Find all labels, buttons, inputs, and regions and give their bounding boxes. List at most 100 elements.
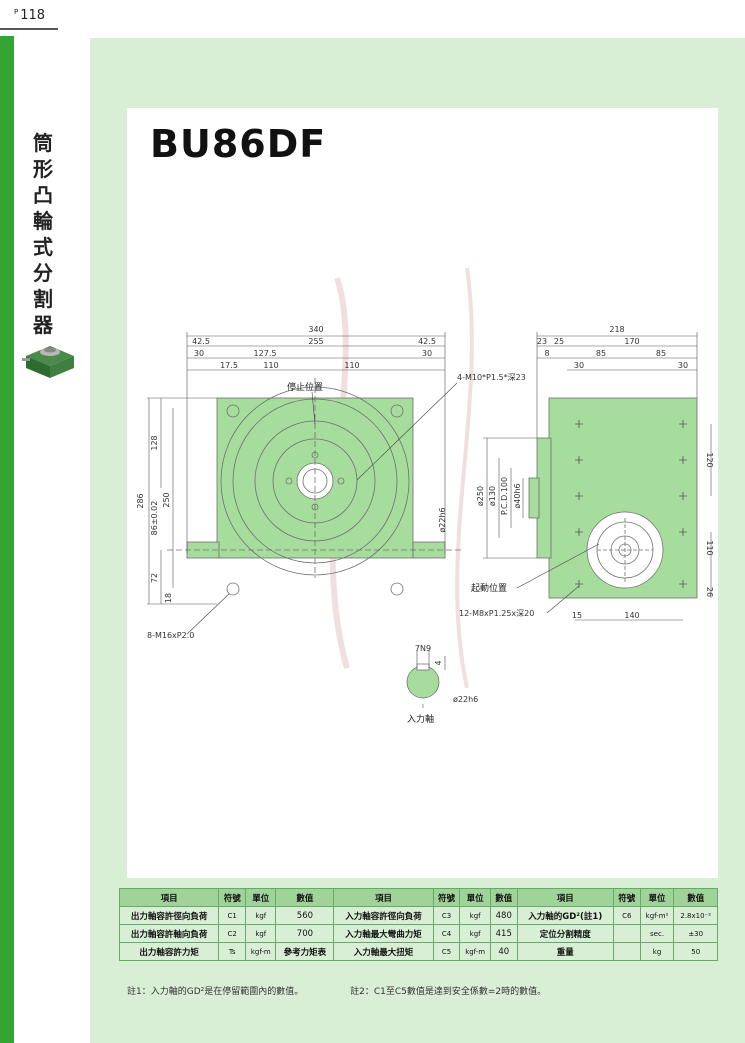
col-header: 項目 — [333, 888, 434, 907]
dim-label: 30 — [194, 349, 204, 358]
side-view-bolt-marks — [575, 420, 687, 588]
col-header: 數值 — [673, 888, 718, 907]
product-thumbnail-icon — [22, 346, 74, 378]
dim-label: 110 — [344, 361, 359, 370]
table-cell: kgf-m² — [639, 906, 675, 925]
dim-label: 30 — [678, 361, 688, 370]
dim-label: 8 — [544, 349, 549, 358]
footnote-2: 註2：C1至C5數值是達到安全係數=2時的數值。 — [350, 987, 547, 997]
title-char: 凸 — [33, 183, 53, 207]
dim-label: 17.5 — [220, 361, 238, 370]
dim-label: 30 — [574, 361, 584, 370]
table-cell: ±30 — [673, 924, 718, 943]
table-cell: C1 — [218, 906, 247, 925]
dim-label: 170 — [624, 337, 639, 346]
table-cell: sec. — [639, 924, 675, 943]
table-cell: 重量 — [516, 942, 614, 961]
dim-label: ø250 — [476, 486, 485, 506]
title-char: 筒 — [33, 131, 53, 155]
table-row: 出力軸容許軸向負荷 C2 kgf 700 入力軸最大彎曲力矩 C4 kgf 41… — [118, 924, 718, 943]
table-cell: kgf-m — [245, 942, 277, 961]
dim-label: 85 — [656, 349, 666, 358]
side-view — [528, 397, 698, 599]
table-cell: 出力軸容許軸向負荷 — [118, 924, 220, 943]
dim-label: 340 — [308, 325, 323, 334]
table-cell: 入力軸容許徑向負荷 — [333, 906, 434, 925]
table-cell: 入力軸的GD²(註1) — [516, 906, 614, 925]
dim-label: 86±0.02 — [150, 501, 159, 536]
thread-callout-bottom: 8-M16xP2.0 — [147, 631, 194, 640]
table-cell: kgf — [245, 924, 277, 943]
stop-position-label: 停止位置 — [287, 381, 323, 393]
dim-label: 18 — [164, 593, 173, 603]
dim-label: ø22h6 — [438, 507, 447, 532]
title-char: 輪 — [33, 209, 53, 233]
dim-label: 85 — [596, 349, 606, 358]
front-view — [167, 378, 463, 596]
table-cell: kgf — [245, 906, 277, 925]
input-shaft-label: 入力軸 — [407, 713, 434, 725]
col-header: 單位 — [245, 888, 277, 907]
table-cell: C2 — [218, 924, 247, 943]
dim-label: 110 — [263, 361, 278, 370]
table-header-row: 項目 符號 單位 數值 項目 符號 單位 數值 項目 符號 單位 數值 — [118, 888, 718, 907]
table-cell: 2.8x10⁻² — [673, 906, 718, 925]
title-char: 式 — [33, 235, 53, 259]
col-header: 數值 — [275, 888, 335, 907]
input-shaft-detail — [406, 650, 446, 708]
side-dimension-lines — [483, 332, 712, 621]
dim-label: 42.5 — [418, 337, 436, 346]
table-cell: Ts — [218, 942, 247, 961]
table-cell: 入力軸最大扭矩 — [333, 942, 434, 961]
dim-label: 23 — [537, 337, 547, 346]
dim-label: 120 — [705, 452, 714, 467]
title-char: 形 — [33, 157, 53, 181]
col-header: 數值 — [489, 888, 518, 907]
front-dimension-lines — [147, 332, 446, 605]
table-cell: 560 — [275, 906, 335, 925]
dim-label: P.C.D.100 — [500, 477, 509, 515]
thread-callout-top: 4-M10*P1.5*深23 — [457, 373, 526, 382]
table-cell: kgf-m — [459, 942, 491, 961]
table-cell: 參考力矩表 — [275, 942, 335, 961]
table-cell: 700 — [275, 924, 335, 943]
dim-label: 255 — [308, 337, 323, 346]
left-margin — [14, 36, 90, 1043]
thread-callout-side: 12-M8xP1.25x深20 — [459, 609, 534, 618]
title-char: 分 — [33, 261, 53, 285]
page-number-rule — [0, 28, 58, 30]
dim-label: 140 — [624, 611, 639, 620]
col-header: 符號 — [432, 888, 461, 907]
dim-label: 128 — [150, 435, 159, 450]
section-vertical-title: 筒 形 凸 輪 式 分 割 器 — [30, 130, 56, 338]
title-char: 割 — [33, 287, 53, 311]
dim-label: 15 — [572, 611, 582, 620]
table-cell: 出力軸容許力矩 — [118, 942, 220, 961]
footnotes: 註1：入力軸的GD²是在停留範圍內的數值。 註2：C1至C5數值是達到安全係數=… — [127, 984, 590, 997]
dim-label: 72 — [150, 573, 159, 583]
dim-label: 250 — [162, 492, 171, 507]
col-header: 項目 — [118, 888, 220, 907]
col-header: 符號 — [218, 888, 247, 907]
table-row: 出力軸容許徑向負荷 C1 kgf 560 入力軸容許徑向負荷 C3 kgf 48… — [118, 906, 718, 925]
start-position-label: 起動位置 — [471, 582, 507, 594]
dim-label: 127.5 — [254, 349, 277, 358]
dim-label: 7N9 — [415, 644, 431, 653]
table-cell: 480 — [489, 906, 518, 925]
table-cell: 出力軸容許徑向負荷 — [118, 906, 220, 925]
table-row: 出力軸容許力矩 Ts kgf-m 參考力矩表 入力軸最大扭矩 C5 kgf-m … — [118, 942, 718, 961]
table-cell — [612, 942, 641, 961]
dim-label: 25 — [554, 337, 564, 346]
table-cell: 50 — [673, 942, 718, 961]
col-header: 項目 — [516, 888, 614, 907]
table-cell: 40 — [489, 942, 518, 961]
table-cell: kgf — [459, 906, 491, 925]
dim-label: 26 — [705, 587, 714, 597]
dim-label: 30 — [422, 349, 432, 358]
col-header: 單位 — [639, 888, 675, 907]
technical-drawing: 340 42.5 255 42.5 30 127.5 30 17.5 110 1… — [136, 267, 714, 725]
title-char: 器 — [33, 313, 53, 337]
table-cell: C3 — [432, 906, 461, 925]
col-header: 單位 — [459, 888, 491, 907]
